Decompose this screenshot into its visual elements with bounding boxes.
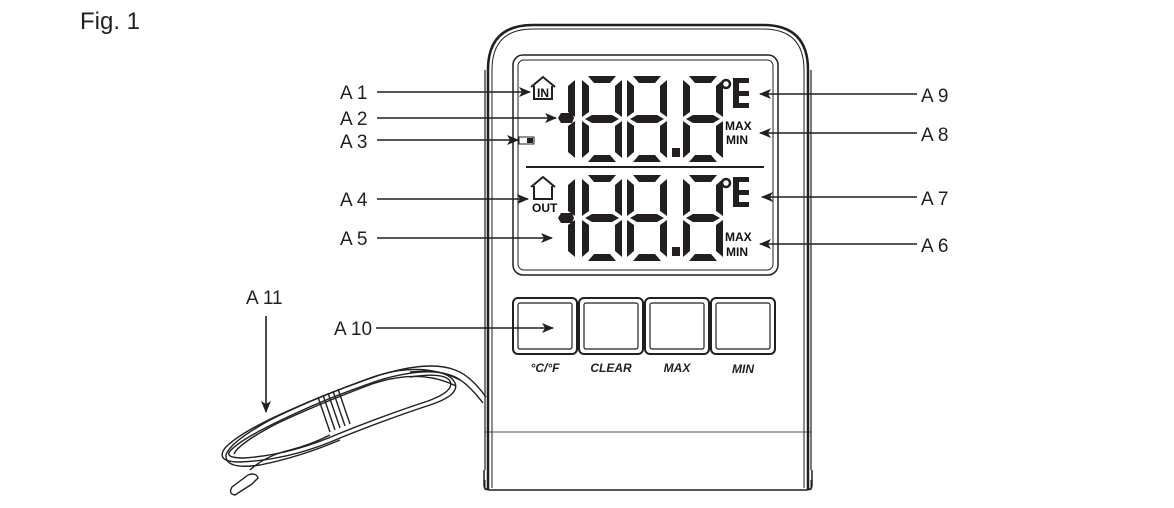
callouts <box>261 87 917 413</box>
outdoor-digits <box>568 175 723 261</box>
lcd-screen <box>512 54 779 276</box>
svg-text:MIN: MIN <box>726 245 748 259</box>
min-button[interactable] <box>710 297 776 355</box>
cable-tie <box>317 388 351 433</box>
callout-a4: A 4 <box>340 190 368 211</box>
indoor-digits <box>568 76 723 162</box>
callout-a3: A 3 <box>340 132 367 153</box>
figure-title: Fig. 1 <box>80 8 141 35</box>
clear-label: CLEAR <box>590 361 632 375</box>
callout-a7: A 7 <box>921 189 948 210</box>
min-label: MIN <box>732 362 754 376</box>
svg-text:MIN: MIN <box>726 133 748 147</box>
max-label: MAX <box>664 361 692 375</box>
outdoor-display: OUT MAX MIN <box>530 175 752 261</box>
callout-a6: A 6 <box>921 236 948 257</box>
outdoor-minus-sign <box>558 213 574 223</box>
callout-a9: A 9 <box>921 86 948 107</box>
outdoor-max-min: MAX MIN <box>725 230 752 259</box>
button-row: °C/°F CLEAR MAX MIN <box>512 297 776 376</box>
callout-a1: A 1 <box>340 83 367 104</box>
indoor-max-min: MAX MIN <box>725 119 752 147</box>
battery-icon <box>518 136 535 145</box>
svg-text:IN: IN <box>537 86 549 100</box>
outdoor-icon: OUT <box>530 175 558 215</box>
sensor-cable <box>221 365 487 496</box>
unit-toggle-button[interactable] <box>512 297 578 355</box>
callout-a10: A 10 <box>334 319 372 340</box>
svg-text:OUT: OUT <box>532 201 558 215</box>
callout-a11: A 11 <box>246 288 283 309</box>
outdoor-unit <box>720 177 749 207</box>
svg-text:MAX: MAX <box>725 119 752 133</box>
callout-a2: A 2 <box>340 109 367 130</box>
max-button[interactable] <box>644 297 710 355</box>
callout-a8: A 8 <box>921 125 948 146</box>
sensor-probe <box>229 473 259 496</box>
indoor-icon: IN <box>530 75 556 100</box>
clear-button[interactable] <box>578 297 644 355</box>
indoor-minus-sign <box>558 113 574 123</box>
unit-toggle-label: °C/°F <box>531 361 561 375</box>
indoor-unit <box>720 78 749 108</box>
svg-text:MAX: MAX <box>725 230 752 244</box>
callout-a5: A 5 <box>340 229 367 250</box>
callout-labels: A 1 A 2 A 3 A 4 A 5 A 6 A 7 A 8 A 9 A 10… <box>246 83 948 340</box>
device-body <box>483 23 813 491</box>
indoor-display: IN MAX MIN <box>518 75 752 162</box>
